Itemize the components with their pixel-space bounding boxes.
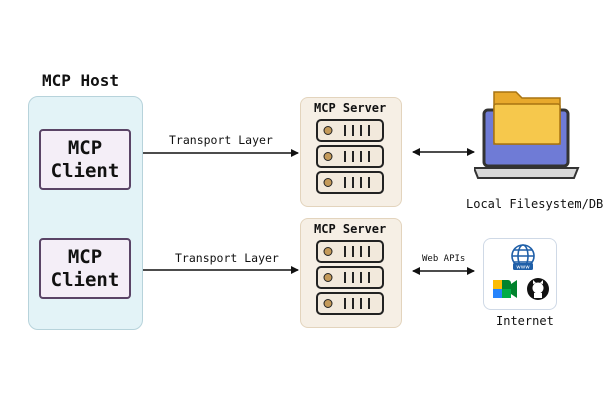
server-rack-icon bbox=[316, 119, 384, 194]
laptop-folder-icon bbox=[474, 91, 580, 179]
internet-label: Internet bbox=[496, 314, 554, 328]
mcp-server-label-2: MCP Server bbox=[314, 222, 387, 236]
mcp-client-2: MCP Client bbox=[39, 238, 131, 299]
mcp-client-1: MCP Client bbox=[39, 129, 131, 190]
filesystem-label: Local Filesystem/DB bbox=[466, 197, 604, 211]
video-meet-icon bbox=[493, 280, 517, 298]
mcp-server-label-1: MCP Server bbox=[314, 101, 387, 115]
host-title: MCP Host bbox=[42, 71, 120, 90]
transport-label-2: Transport Layer bbox=[175, 251, 279, 265]
server-rack-icon bbox=[316, 240, 384, 315]
internet-icons: www bbox=[493, 244, 549, 300]
web-apis-label: Web APIs bbox=[422, 254, 466, 264]
globe-www-text: www bbox=[516, 265, 530, 271]
globe-icon bbox=[511, 244, 535, 268]
github-icon bbox=[527, 278, 549, 300]
transport-label-1: Transport Layer bbox=[169, 133, 273, 147]
